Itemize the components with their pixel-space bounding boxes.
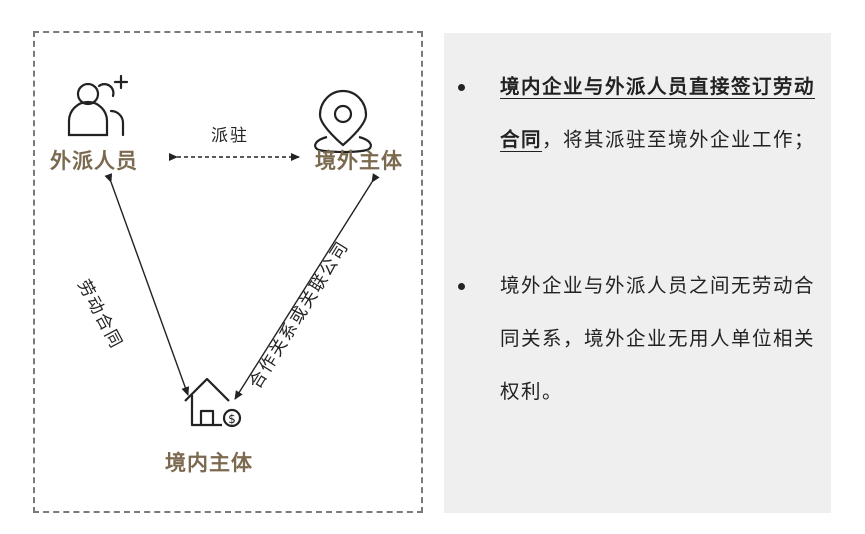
notes-panel: 境内企业与外派人员直接签订劳动合同，将其派驻至境外企业工作； 境外企业与外派人员… — [444, 33, 831, 513]
bullet-dot — [458, 283, 465, 290]
node-expat-label: 外派人员 — [50, 148, 138, 173]
bullet-text: 境外企业与外派人员之间无劳动合同关系，境外企业无用人单位相关权利。 — [500, 274, 816, 403]
diagram-links: $ — [67, 74, 380, 428]
house-money-icon — [184, 377, 242, 428]
bullet-emphasis: 境内企业与外派人员直接签订劳动合同 — [500, 75, 816, 151]
svg-text:$: $ — [228, 412, 236, 426]
location-pin-icon — [314, 89, 372, 154]
node-domestic-label: 境内主体 — [165, 450, 253, 475]
relationship-diagram: $ 外派人员 境外主体 境内主体 派驻 劳动合同 合作关系或关联公司 — [33, 31, 423, 513]
bullet-dot — [458, 84, 465, 91]
node-overseas-label: 境外主体 — [315, 148, 403, 173]
cooperation-arrow — [234, 173, 380, 400]
user-add-icon — [67, 74, 129, 137]
labor-contract-arrow — [104, 173, 190, 396]
bullet-text: 境内企业与外派人员直接签订劳动合同，将其派驻至境外企业工作； — [500, 60, 818, 166]
bullet-rest: ，将其派驻至境外企业工作； — [542, 128, 816, 151]
edge-dispatch-label: 派驻 — [211, 126, 249, 146]
